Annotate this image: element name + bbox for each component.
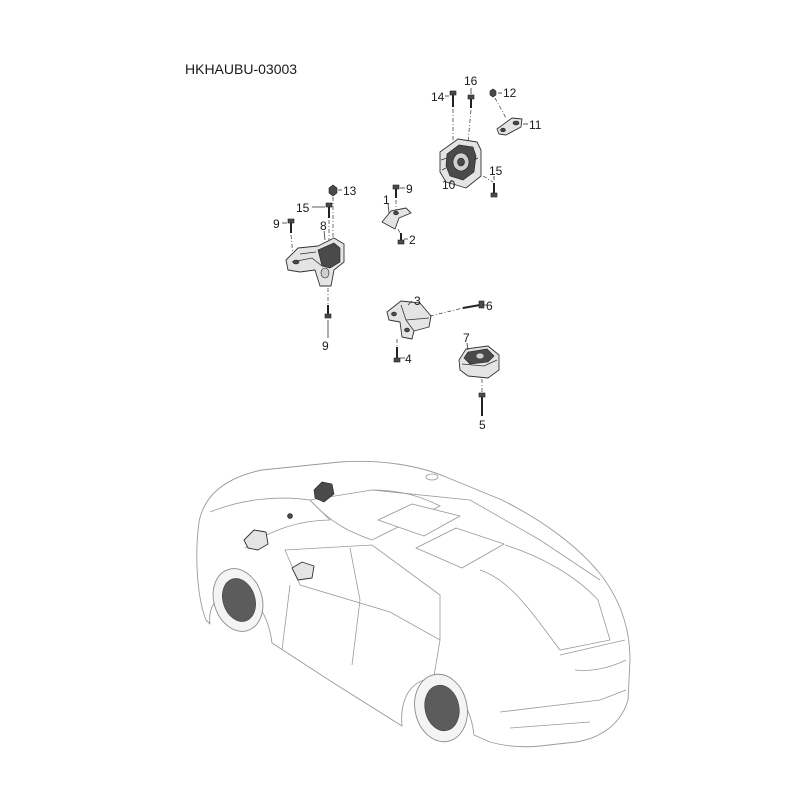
vehicle-mount-left-marker <box>243 529 269 551</box>
sunroof-front <box>377 503 461 537</box>
dash-15-right <box>482 175 494 183</box>
bolt-4 <box>393 347 401 363</box>
nut-13 <box>328 184 338 197</box>
dash-16 <box>467 109 472 143</box>
leader-3 <box>407 300 413 306</box>
callout-11: 11 <box>529 118 542 132</box>
front-rim <box>222 578 256 622</box>
vehicle-bracket-marker <box>287 513 293 519</box>
roof-line <box>371 489 601 581</box>
rear-rim <box>424 684 460 732</box>
bolt-2 <box>397 233 405 245</box>
callout-10: 10 <box>442 178 456 192</box>
leader-1 <box>387 202 390 214</box>
windshield <box>309 489 441 541</box>
transmission-mount-assembly: 3 6 4 7 5 <box>386 294 500 432</box>
vehicle-illustration <box>196 460 631 748</box>
leader-10 <box>449 179 453 184</box>
dash-6 <box>429 307 464 317</box>
engine-mount-left-assembly: 13 9 15 8 <box>273 184 357 353</box>
sunroof-rear <box>415 527 505 569</box>
leader-7 <box>466 342 469 351</box>
callout-12: 12 <box>503 86 517 100</box>
vehicle-mount-bottom-marker <box>291 561 315 581</box>
dash-2 <box>397 228 401 234</box>
callout-3: 3 <box>414 294 421 308</box>
rear-bumper <box>499 689 627 729</box>
callout-9-left: 9 <box>273 217 280 231</box>
callout-14: 14 <box>431 90 445 104</box>
bracket-11 <box>496 117 523 136</box>
bracket-3 <box>386 300 432 340</box>
callout-5: 5 <box>479 418 486 432</box>
bolt-9-left <box>287 218 295 233</box>
dash-9-left <box>290 234 294 257</box>
callout-4: 4 <box>405 352 412 366</box>
callout-1: 1 <box>383 193 390 207</box>
callout-7: 7 <box>463 331 470 345</box>
bracket-1 <box>381 207 412 230</box>
callout-15-right: 15 <box>489 164 503 178</box>
bolt-14 <box>449 90 457 107</box>
rear-lamp <box>559 639 627 671</box>
callout-16: 16 <box>464 74 478 88</box>
mount-7 <box>458 345 500 379</box>
bolt-6 <box>462 300 485 309</box>
callout-9-bracket: 9 <box>406 182 413 196</box>
engine-mount-10 <box>439 138 482 189</box>
engine-mount-right-assembly: 14 16 12 11 10 <box>431 74 542 198</box>
bracket-1-assembly: 9 1 2 <box>381 182 416 247</box>
callout-6: 6 <box>486 299 493 313</box>
callout-13: 13 <box>343 184 357 198</box>
bolt-15-right <box>490 183 498 198</box>
leader-8 <box>323 230 326 241</box>
bolt-9-bracket <box>392 184 400 198</box>
engine-mount-8 <box>285 237 345 287</box>
callout-9-bottom: 9 <box>322 339 329 353</box>
rear-glass <box>479 544 611 651</box>
bolt-16 <box>467 94 475 108</box>
bolt-9-bottom <box>324 305 332 319</box>
callout-2: 2 <box>409 233 416 247</box>
diagram-code: HKHAUBU-03003 <box>185 61 297 77</box>
callout-15-left: 15 <box>296 201 310 215</box>
bolt-15-left <box>325 202 333 218</box>
car-body-outline <box>196 460 631 748</box>
bolt-5 <box>478 392 486 416</box>
vehicle-mount-right-marker <box>313 481 335 503</box>
antenna <box>425 473 439 481</box>
callout-8: 8 <box>320 219 327 233</box>
dash-12 <box>494 97 507 119</box>
nut-12 <box>489 88 497 98</box>
